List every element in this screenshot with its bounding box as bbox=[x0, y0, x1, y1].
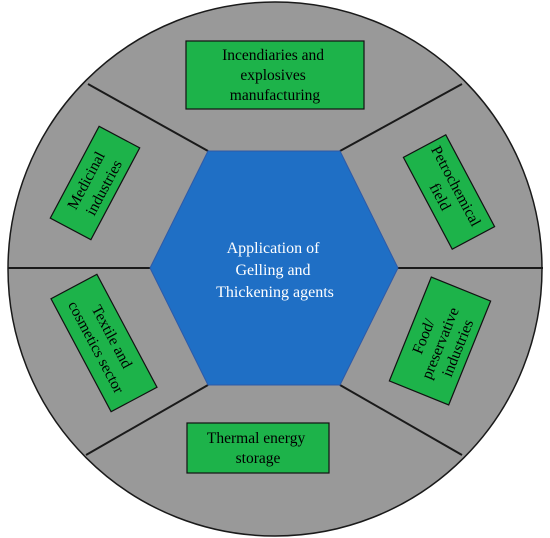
center-title-line: Thickening agents bbox=[216, 284, 334, 301]
segment-food-preservative: Food/ preservative industries bbox=[388, 276, 492, 406]
center-hexagon bbox=[149, 150, 399, 386]
segment-label: Incendiaries and explosives manufacturin… bbox=[222, 47, 328, 104]
segment-label-line: storage bbox=[236, 450, 281, 467]
segment-label-line: explosives bbox=[240, 67, 305, 84]
label-box bbox=[388, 276, 492, 406]
segment-dividers bbox=[8, 83, 543, 456]
segment-label-line: manufacturing bbox=[230, 87, 321, 104]
label-box bbox=[49, 125, 141, 241]
center-title: Application of Gelling and Thickening ag… bbox=[216, 240, 334, 301]
center-title-line: Application of bbox=[227, 240, 321, 257]
divider-line-top-right bbox=[339, 83, 463, 152]
label-box bbox=[402, 134, 496, 250]
divider-line-bottom-left bbox=[85, 384, 209, 456]
label-box bbox=[186, 422, 330, 474]
segment-incendiaries-explosives: Incendiaries and explosives manufacturin… bbox=[185, 40, 365, 110]
segment-label-line: Incendiaries and bbox=[222, 47, 324, 64]
segment-thermal-energy-storage: Thermal energy storage bbox=[186, 422, 330, 474]
divider-line-bottom-right bbox=[339, 384, 463, 456]
segment-label-line: Thermal energy bbox=[207, 430, 306, 447]
center-title-line: Gelling and bbox=[235, 262, 310, 279]
divider-line-top-left bbox=[87, 83, 209, 152]
label-box bbox=[50, 273, 158, 413]
segment-label: Thermal energy storage bbox=[207, 430, 309, 467]
label-box bbox=[185, 40, 365, 110]
